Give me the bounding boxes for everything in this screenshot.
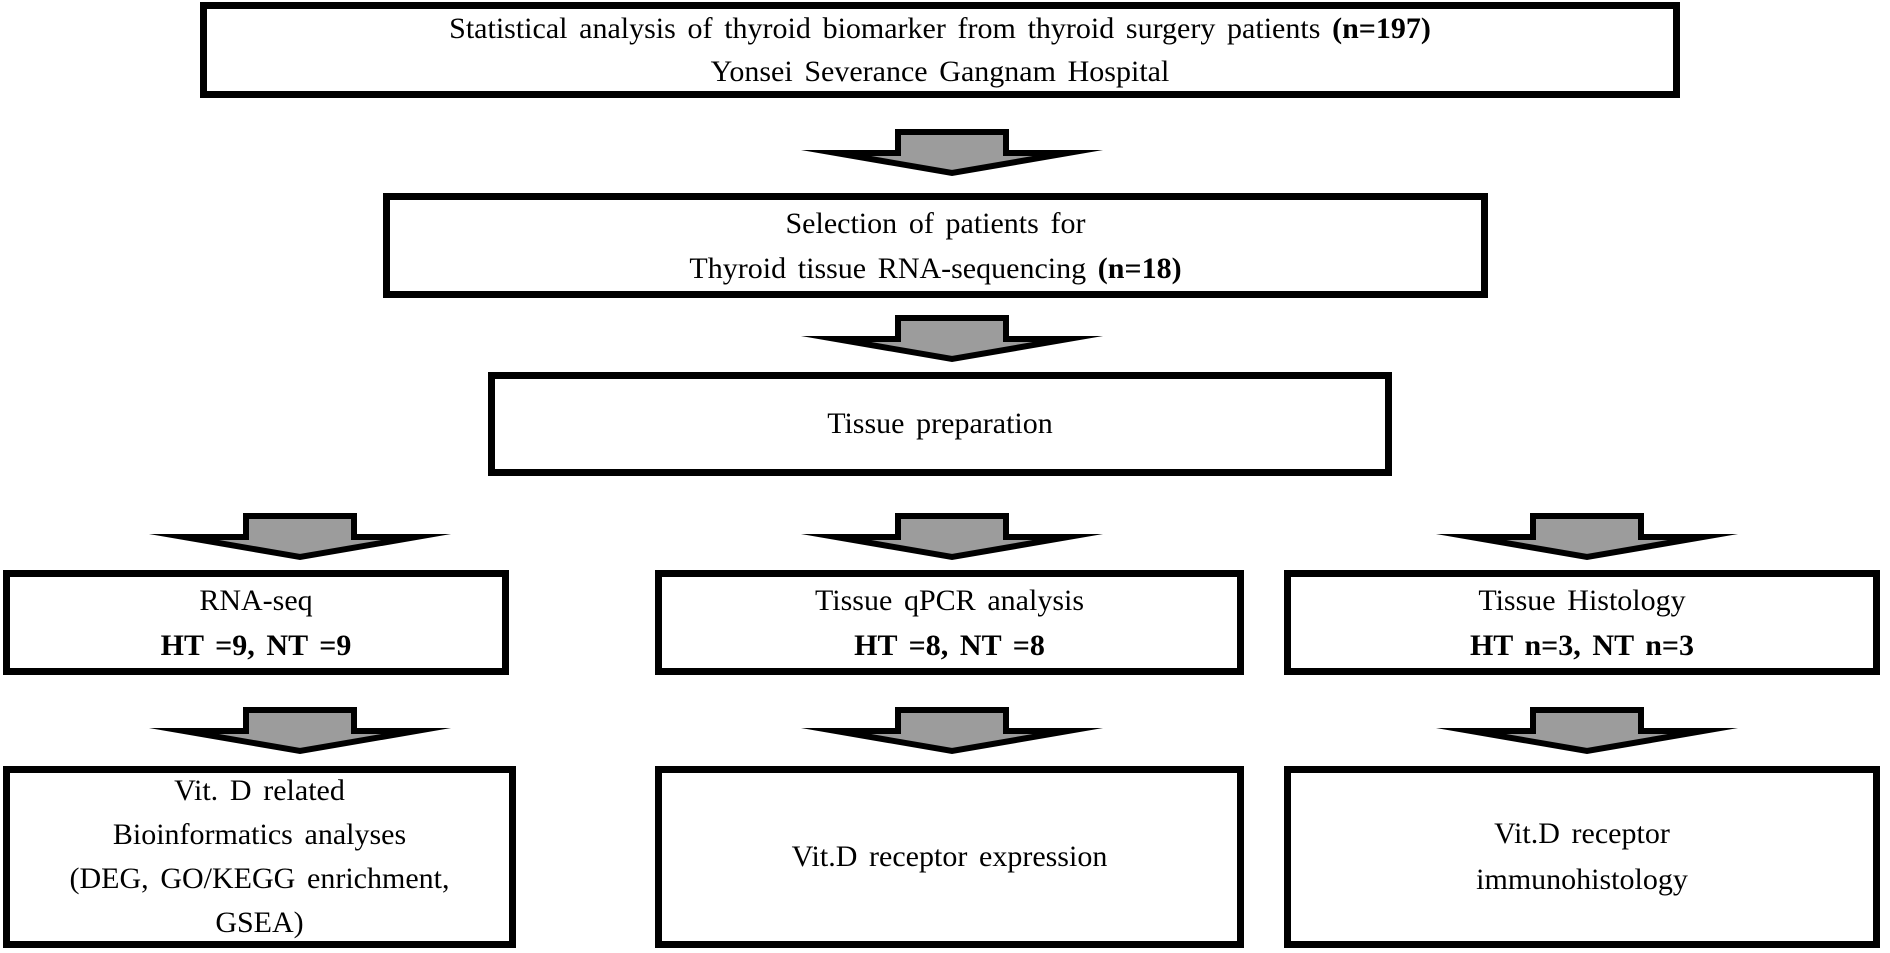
down-arrow-shape	[148, 513, 452, 561]
down-arrow-shape	[1435, 707, 1739, 755]
node-text: GSEA)	[215, 906, 304, 939]
down-arrow-svg	[800, 129, 1104, 177]
branch-title: RNA-seq	[199, 583, 313, 617]
down-arrow-icon	[800, 512, 1104, 561]
node-vdr-immunohistology: Vit.D receptor immunohistology	[1284, 766, 1880, 948]
node-vdr-expression: Vit.D receptor expression	[655, 766, 1244, 948]
down-arrow-icon	[800, 706, 1104, 755]
down-arrow-icon	[148, 512, 452, 561]
node-statistical-analysis: Statistical analysis of thyroid biomarke…	[200, 2, 1680, 98]
down-arrow-icon	[1435, 706, 1739, 755]
node-tissue-preparation: Tissue preparation	[488, 372, 1392, 476]
down-arrow-svg	[800, 315, 1104, 363]
sample-size-bold: (n=18)	[1097, 251, 1182, 285]
down-arrow-shape	[148, 707, 452, 755]
down-arrow-icon	[800, 128, 1104, 177]
node-text: Selection of patients for	[785, 206, 1086, 240]
branch-title: Tissue qPCR analysis	[814, 583, 1085, 617]
down-arrow-shape	[1435, 513, 1739, 561]
node-rna-seq: RNA-seq HT =9, NT =9	[3, 570, 509, 675]
branch-sample-size: HT =8, NT =8	[854, 628, 1045, 662]
node-text: Tissue preparation	[827, 407, 1053, 440]
node-tissue-qpcr: Tissue qPCR analysis HT =8, NT =8	[655, 570, 1244, 675]
down-arrow-svg	[800, 513, 1104, 561]
down-arrow-shape	[800, 315, 1104, 363]
node-text: Bioinformatics analyses	[112, 818, 407, 851]
node-line: Statistical analysis of thyroid biomarke…	[449, 7, 1431, 50]
node-bioinformatics-analyses: Vit. D related Bioinformatics analyses (…	[3, 766, 516, 948]
down-arrow-icon	[800, 314, 1104, 363]
down-arrow-svg	[148, 513, 452, 561]
node-text: Vit.D receptor	[1494, 817, 1670, 850]
down-arrow-svg	[1435, 707, 1739, 755]
node-line: Thyroid tissue RNA-sequencing (n=18)	[689, 246, 1181, 291]
node-text: Statistical analysis of thyroid biomarke…	[449, 12, 1321, 45]
sample-size-bold: (n=197)	[1332, 12, 1431, 45]
down-arrow-svg	[800, 707, 1104, 755]
node-text: Vit. D related	[174, 774, 345, 807]
node-patient-selection: Selection of patients for Thyroid tissue…	[383, 193, 1488, 298]
hospital-name: Yonsei Severance Gangnam Hospital	[710, 55, 1170, 88]
node-tissue-histology: Tissue Histology HT n=3, NT n=3	[1284, 570, 1880, 675]
down-arrow-shape	[800, 707, 1104, 755]
node-text: immunohistology	[1476, 863, 1688, 896]
branch-sample-size: HT n=3, NT n=3	[1469, 628, 1695, 662]
node-text: (DEG, GO/KEGG enrichment,	[69, 862, 450, 895]
down-arrow-shape	[800, 513, 1104, 561]
down-arrow-svg	[148, 707, 452, 755]
down-arrow-icon	[148, 706, 452, 755]
branch-title: Tissue Histology	[1478, 583, 1686, 617]
down-arrow-svg	[1435, 513, 1739, 561]
node-text: Vit.D receptor expression	[791, 840, 1108, 873]
down-arrow-shape	[800, 129, 1104, 177]
node-text: Thyroid tissue RNA-sequencing	[689, 251, 1087, 285]
branch-sample-size: HT =9, NT =9	[160, 628, 352, 662]
down-arrow-icon	[1435, 512, 1739, 561]
